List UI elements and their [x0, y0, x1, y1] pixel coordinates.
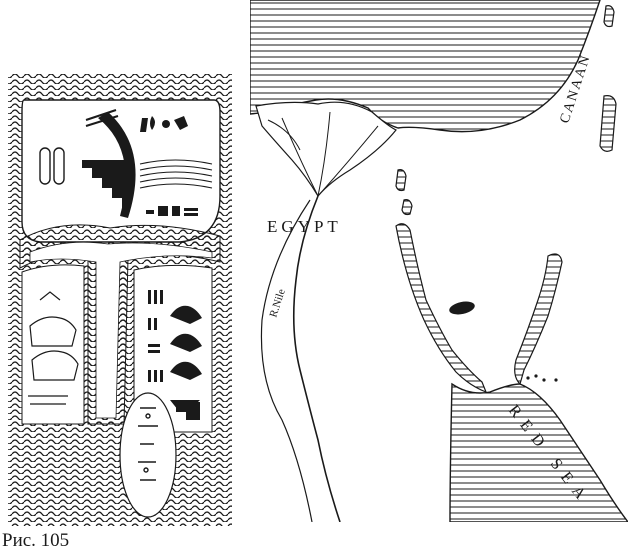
figure-caption: Рис. 105 [2, 530, 70, 551]
egyptian-map-drawing [8, 74, 232, 526]
hieroglyph-cluster [140, 116, 198, 216]
lower-left-field [21, 264, 85, 425]
gulf-of-aqaba [514, 253, 563, 386]
sinai-lake [449, 301, 475, 315]
modern-map: EGYPT R.Nile CANAAN RED SEA [250, 0, 628, 522]
coast-dots [526, 374, 558, 382]
mediterranean-sea [250, 0, 601, 133]
label-egypt: EGYPT [267, 217, 342, 236]
bottom-oval [119, 392, 177, 518]
red-sea [449, 382, 628, 522]
oval-glyph [53, 147, 65, 185]
oval-glyph [39, 147, 51, 185]
gulf-of-suez [395, 223, 488, 394]
nile-bank [260, 199, 313, 522]
lower-right-field [133, 264, 213, 433]
delta-branches [267, 111, 379, 197]
glyph-column [148, 290, 163, 382]
nile-river [292, 195, 341, 522]
left-field-figures [28, 291, 79, 405]
figure-row [170, 305, 202, 420]
oval-inscription [138, 407, 158, 481]
staircase-glyph [82, 160, 130, 208]
label-nile: R.Nile [267, 288, 287, 319]
canal-channel [29, 241, 213, 419]
canaan-islands [395, 5, 617, 216]
stream-lines [139, 159, 213, 189]
